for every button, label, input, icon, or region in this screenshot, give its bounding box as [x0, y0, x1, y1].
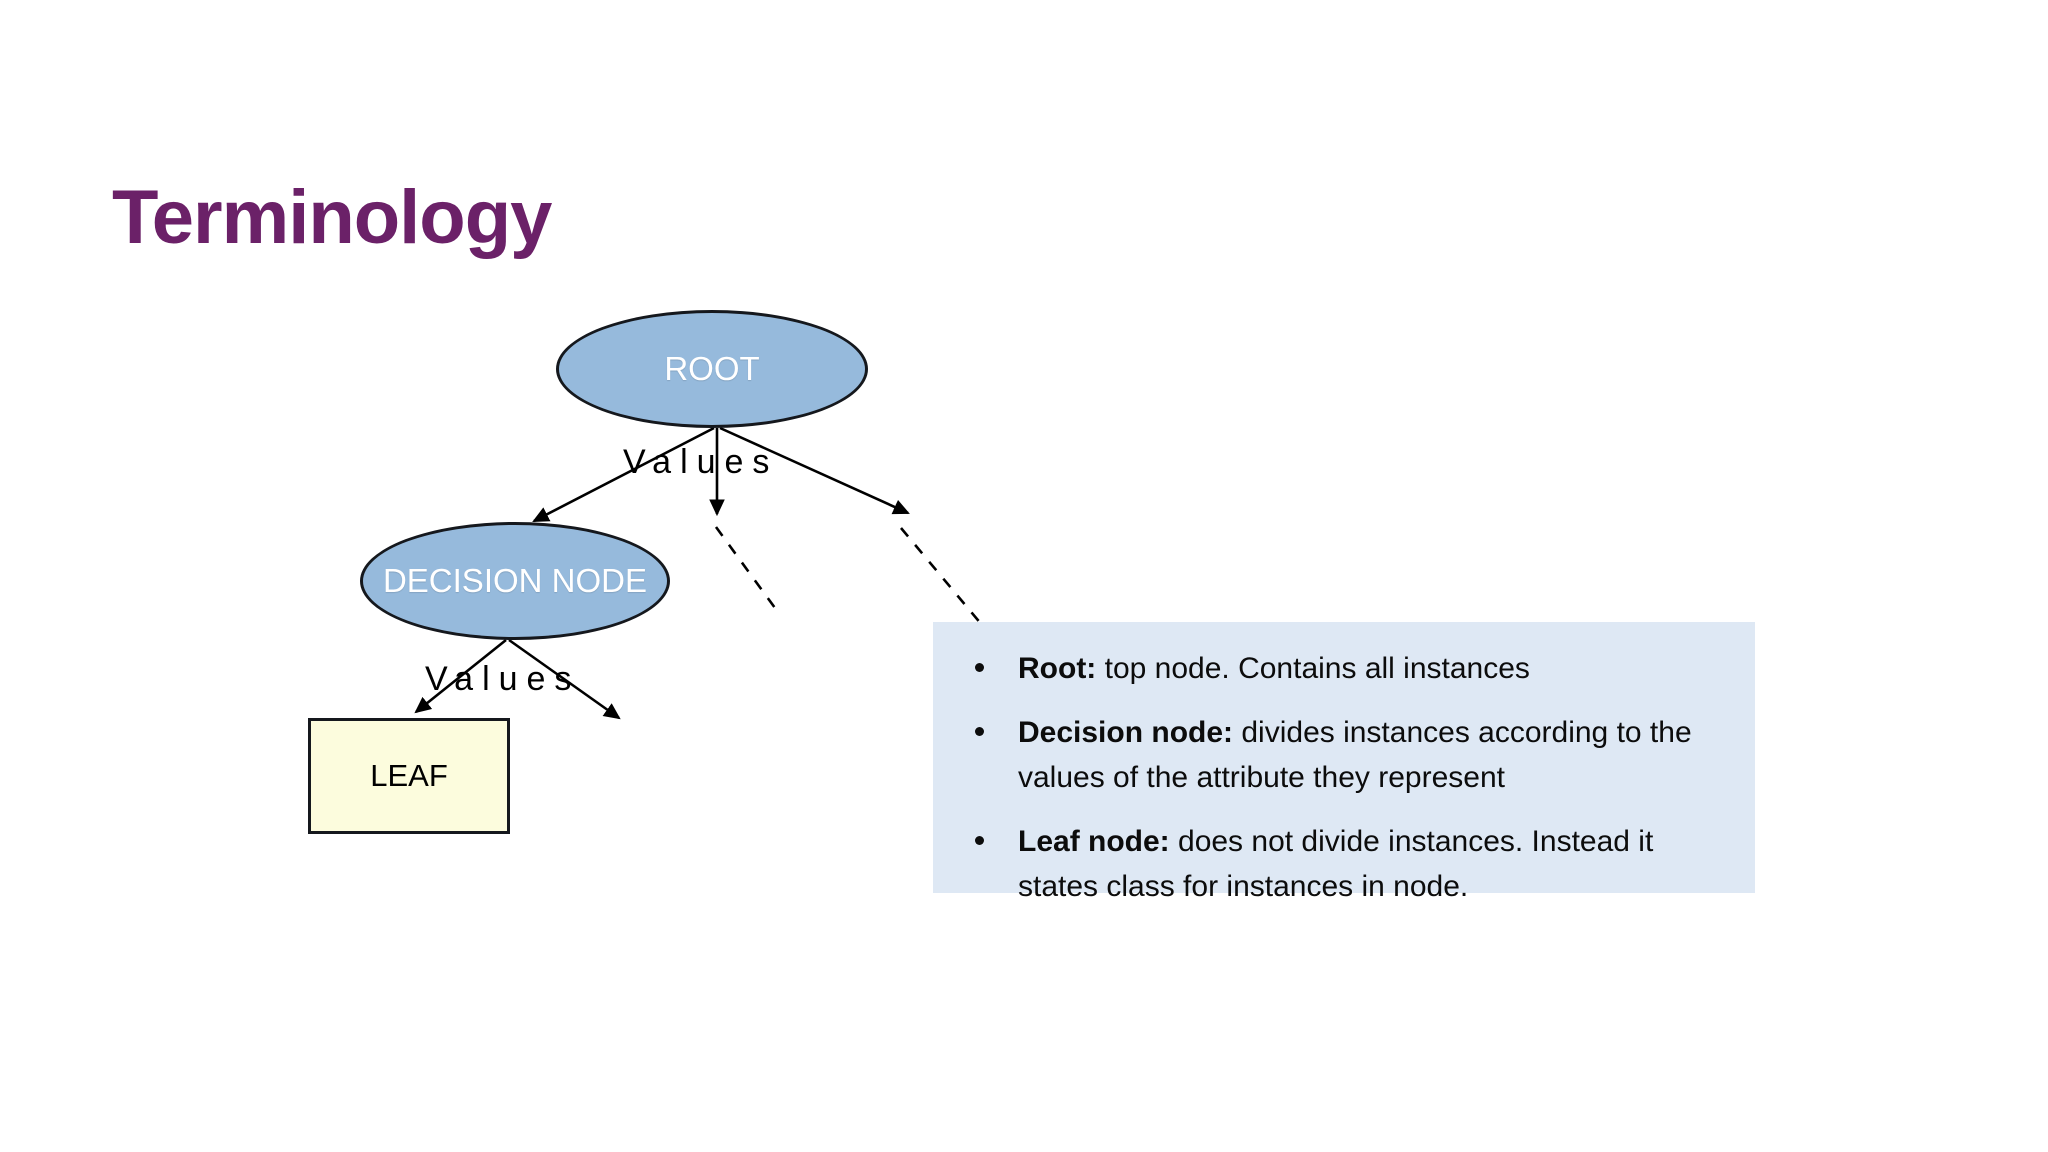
tree-node-leaf[interactable]: LEAF — [308, 718, 510, 834]
definition-term: Root: — [1018, 652, 1097, 685]
tree-node-leaf-label: LEAF — [370, 758, 448, 793]
dashed-guide-middle — [714, 526, 777, 609]
list-item: Leaf node: does not divide instances. In… — [963, 819, 1725, 910]
definition-description: top node. Contains all instances — [1096, 652, 1530, 685]
bullet-icon — [975, 726, 984, 736]
edge-label-root-values: Values — [623, 443, 779, 481]
definitions-panel: Root: top node. Contains all instances D… — [933, 622, 1755, 903]
bullet-icon — [975, 835, 984, 845]
dashed-guide-right — [900, 527, 983, 626]
bullet-icon — [975, 663, 984, 672]
definition-description: does not divide instances. Instead it st… — [1018, 824, 1654, 904]
edge-label-decision-values: Values — [425, 660, 581, 698]
tree-node-root[interactable]: ROOT — [556, 310, 868, 428]
tree-node-root-label: ROOT — [664, 350, 760, 387]
list-item: Decision node: divides instances accordi… — [963, 710, 1725, 801]
tree-node-decision-label: DECISION NODE — [382, 562, 648, 599]
list-item: Root: top node. Contains all instances — [963, 646, 1725, 692]
definition-description: divides instances according to the value… — [1018, 715, 1692, 795]
definition-term: Decision node: — [1018, 715, 1234, 749]
tree-node-decision[interactable]: DECISION NODE — [360, 522, 670, 640]
definition-term: Leaf node: — [1018, 824, 1170, 858]
page-title: Terminology — [112, 175, 552, 260]
definitions-list: Root: top node. Contains all instances D… — [963, 646, 1725, 910]
